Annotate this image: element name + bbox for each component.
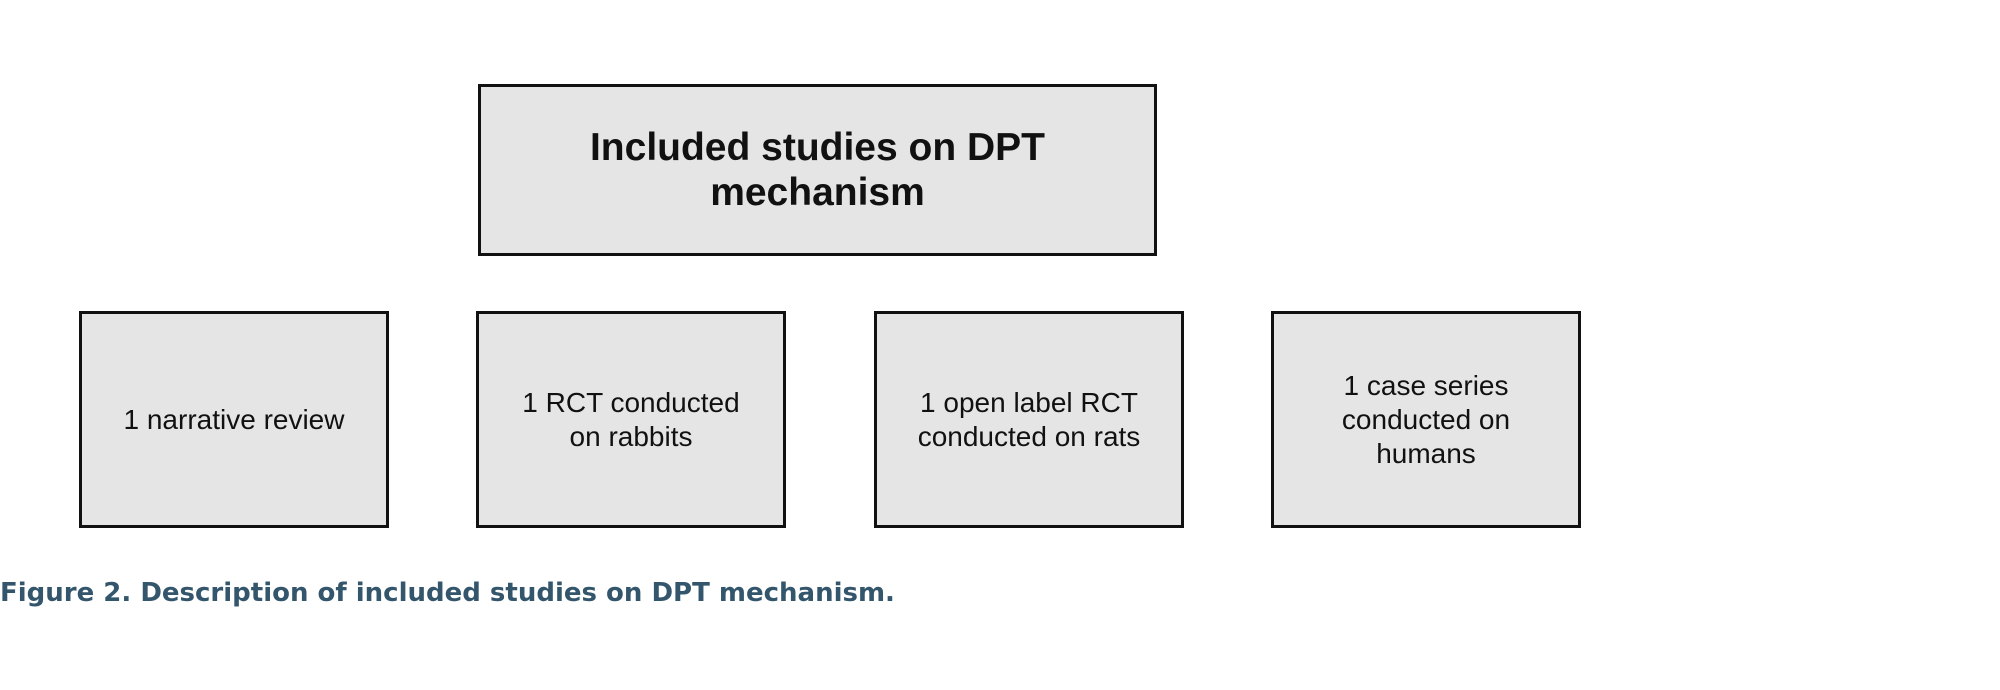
- root-node-box: Included studies on DPT mechanism: [478, 84, 1157, 256]
- root-node-label: Included studies on DPT mechanism: [589, 126, 1046, 214]
- child-node-box-open-label-rct-rats: 1 open label RCT conducted on rats: [874, 311, 1184, 528]
- figure-caption: Figure 2. Description of included studie…: [0, 578, 895, 608]
- child-node-box-case-series-humans: 1 case series conducted on humans: [1271, 311, 1581, 528]
- child-node-label: 1 narrative review: [123, 403, 345, 435]
- child-node-box-rct-rabbits: 1 RCT conducted on rabbits: [476, 311, 786, 528]
- child-node-label: 1 case series conducted on humans: [1341, 369, 1511, 469]
- child-node-box-narrative-review: 1 narrative review: [79, 311, 389, 528]
- child-node-label: 1 RCT conducted on rabbits: [522, 386, 740, 452]
- child-node-label: 1 open label RCT conducted on rats: [917, 386, 1141, 452]
